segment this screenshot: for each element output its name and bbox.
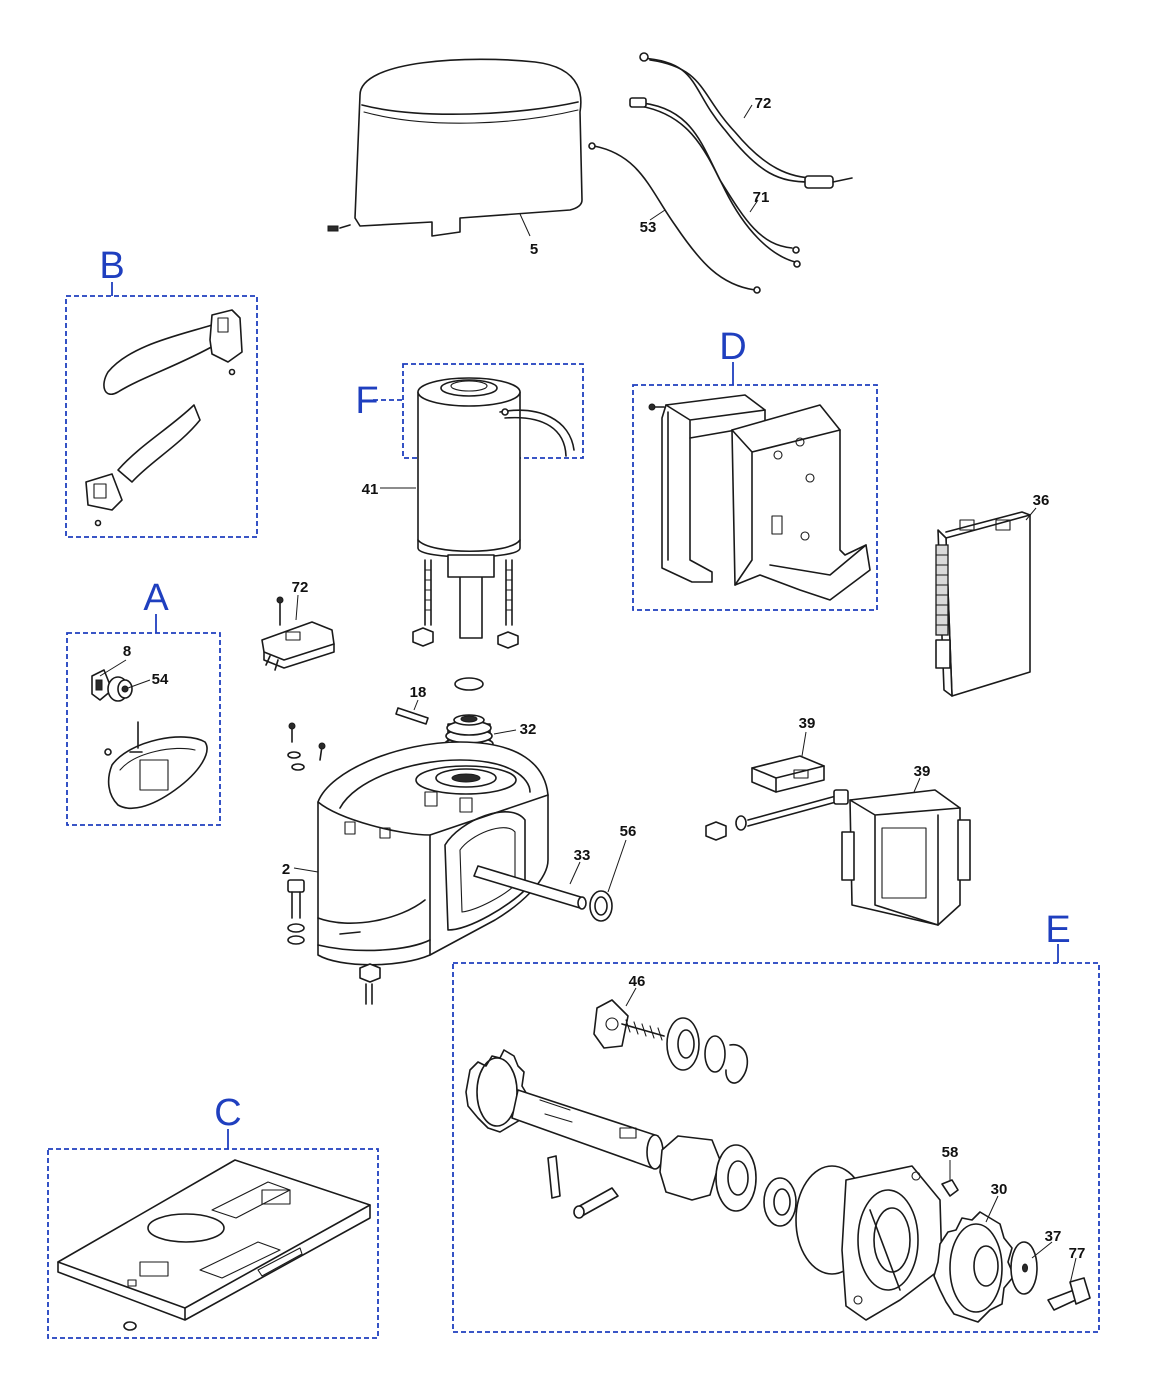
group-d-label: D (719, 326, 746, 368)
screw-set-icon (287, 722, 326, 771)
motor-cover-icon (327, 58, 583, 237)
control-board-icon (935, 511, 1031, 697)
group-a-box (66, 632, 221, 826)
part-number-41: 41 (362, 481, 379, 498)
gearbox-housing-icon (317, 741, 549, 1005)
shaft-seal-icon (589, 890, 613, 922)
release-knob-icon (593, 999, 749, 1084)
handle-plate-icon (104, 721, 208, 810)
release-lever-icon (85, 309, 243, 527)
part-number-39-transformer: 39 (914, 763, 931, 780)
part-number-8: 8 (123, 643, 131, 660)
hex-bolt-icon (1047, 1277, 1091, 1311)
part-number-labels: 5 72 71 53 41 36 72 8 54 18 32 2 33 56 3… (99, 95, 1086, 1285)
long-bolt-icon (705, 789, 849, 841)
capacitor-icon (751, 755, 825, 793)
part-number-18: 18 (410, 684, 427, 701)
wire-harness-icon (588, 52, 853, 294)
part-number-56: 56 (620, 823, 637, 840)
part-number-33: 33 (574, 847, 591, 864)
key-icon (91, 669, 113, 701)
group-e-label: E (1045, 909, 1070, 951)
group-b-label: B (99, 245, 124, 287)
group-f-label: F (355, 380, 378, 422)
pinion-gear-icon (465, 1049, 664, 1170)
part-number-54: 54 (152, 671, 169, 688)
flange-icon (795, 1165, 959, 1321)
group-a-label: A (143, 577, 169, 619)
part-number-72-cable: 72 (755, 95, 772, 112)
transformer-icon (841, 789, 971, 926)
bolt-set-icon (287, 879, 305, 945)
group-d-box (632, 384, 878, 611)
group-e-box (452, 962, 1100, 1333)
part-number-77: 77 (1069, 1245, 1086, 1262)
group-c-label: C (214, 1092, 241, 1134)
part-number-36: 36 (1033, 492, 1050, 509)
part-number-2: 2 (282, 861, 290, 878)
part-number-71: 71 (753, 189, 770, 206)
lock-cylinder-icon (107, 676, 133, 702)
drive-gear-icon (933, 1211, 1015, 1323)
pin-icon (395, 707, 429, 725)
bearing-icon (659, 1135, 797, 1227)
key-pin-icon (547, 1155, 619, 1219)
part-number-58: 58 (942, 1144, 959, 1161)
mounting-bracket-icon (648, 394, 871, 601)
part-number-72-switch: 72 (292, 579, 309, 596)
part-number-37: 37 (1045, 1228, 1062, 1245)
group-c-box (47, 1148, 379, 1339)
part-number-46: 46 (629, 973, 646, 990)
part-number-53: 53 (640, 219, 657, 236)
part-number-32: 32 (520, 721, 537, 738)
drive-shaft-icon (473, 865, 587, 910)
part-number-30: 30 (991, 1181, 1008, 1198)
washer-icon (1010, 1241, 1038, 1295)
base-plate-icon (57, 1159, 371, 1331)
part-number-5: 5 (530, 241, 538, 258)
electric-motor-icon (412, 377, 575, 691)
part-number-39-capacitor: 39 (799, 715, 816, 732)
limit-switch-icon (261, 596, 335, 671)
